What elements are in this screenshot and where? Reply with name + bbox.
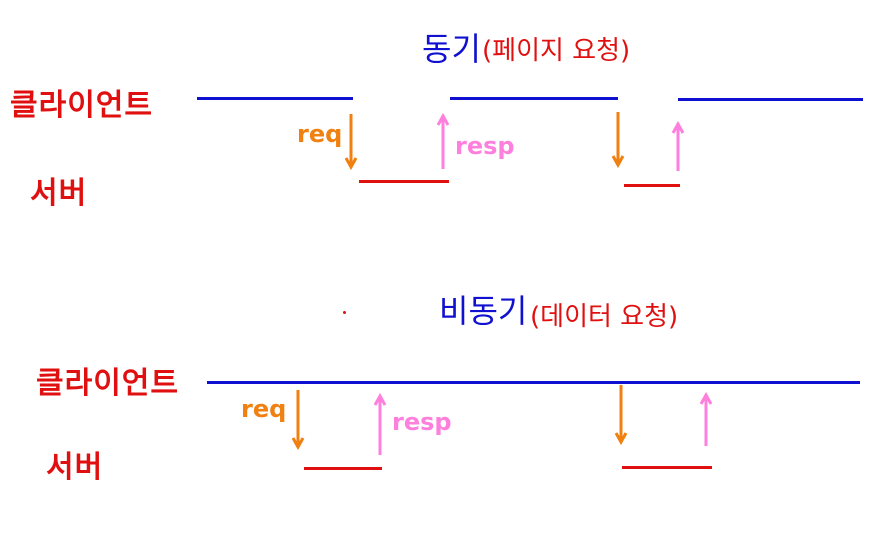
- sync-server-line-1: [359, 180, 449, 183]
- async-request-arrow-1: [291, 390, 305, 451]
- async-subtitle: (데이터 요청): [530, 302, 679, 332]
- sync-request-arrow-2: [611, 112, 625, 169]
- sync-client-label: 클라이언트: [10, 88, 153, 123]
- sync-client-line-1: [197, 97, 353, 100]
- async-server-line-1: [304, 467, 382, 470]
- sync-server-label: 서버: [30, 176, 88, 211]
- sync-response-arrow-1: [436, 112, 450, 169]
- sync-client-line-2: [450, 97, 618, 100]
- async-request-arrow-2: [614, 385, 628, 446]
- sync-request-label: req: [297, 120, 343, 148]
- sync-request-arrow-1: [344, 114, 358, 171]
- sync-subtitle: (페이지 요청): [482, 36, 631, 66]
- sync-server-line-2: [624, 184, 680, 187]
- sync-client-line-3: [678, 98, 863, 101]
- sync-response-label: resp: [455, 132, 515, 160]
- async-response-label: resp: [392, 408, 452, 436]
- sync-response-arrow-2: [671, 120, 685, 171]
- async-response-arrow-2: [699, 391, 713, 446]
- async-client-label: 클라이언트: [36, 366, 179, 401]
- stray-dot: [343, 311, 346, 314]
- async-title: 비동기: [439, 292, 528, 330]
- sync-title: 동기: [422, 30, 481, 68]
- async-server-label: 서버: [46, 450, 104, 485]
- async-request-label: req: [241, 395, 287, 423]
- async-server-line-2: [622, 466, 712, 469]
- async-response-arrow-1: [373, 392, 387, 455]
- async-client-line: [207, 381, 860, 384]
